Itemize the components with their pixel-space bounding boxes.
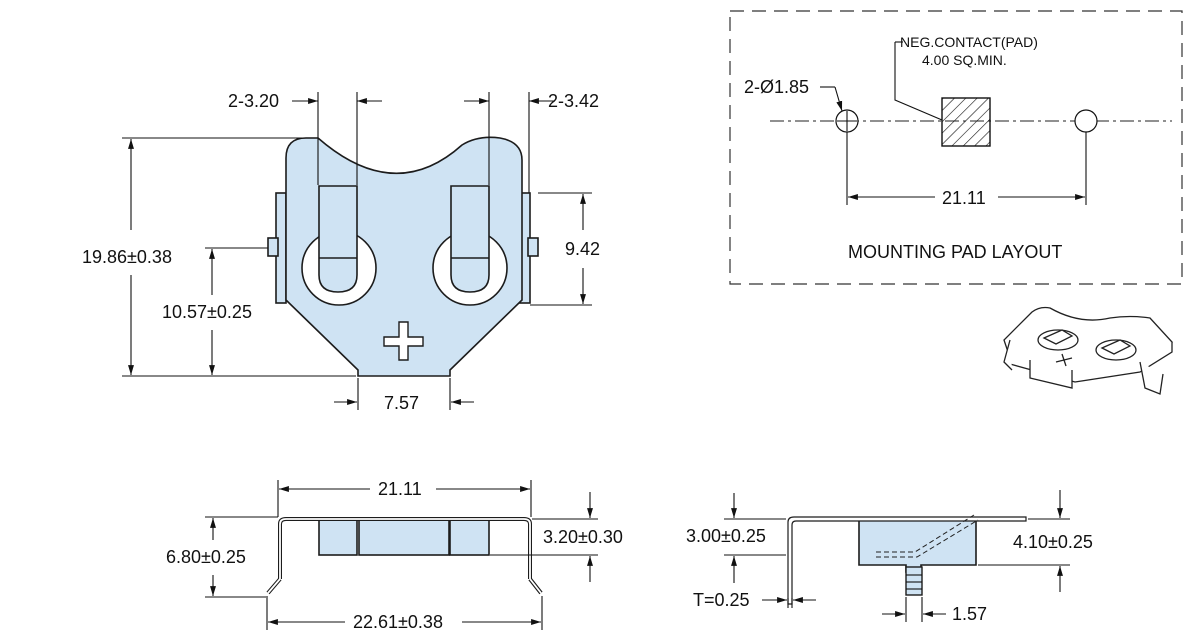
dim-hole-spacing: 21.11 bbox=[942, 188, 986, 208]
dim-front-top-width: 21.11 bbox=[378, 479, 422, 499]
dim-front-tab-height: 3.20±0.30 bbox=[543, 527, 623, 547]
top-view: 2-3.20 2-3.42 19.86±0.38 10.57±0.25 9.42… bbox=[82, 91, 600, 413]
dim-slot-height: 9.42 bbox=[565, 239, 600, 259]
dim-front-height: 6.80±0.25 bbox=[166, 547, 246, 567]
dim-hole-diameter: 2-Ø1.85 bbox=[744, 77, 809, 97]
neg-contact-pad bbox=[941, 97, 991, 147]
front-view: 21.11 6.80±0.25 3.20±0.30 22.61±0.38 bbox=[166, 479, 623, 632]
pad-label-line2: 4.00 SQ.MIN. bbox=[922, 52, 1007, 68]
mounting-hole-right bbox=[1074, 109, 1098, 133]
side-body bbox=[858, 518, 977, 573]
side-pin bbox=[905, 566, 923, 596]
isometric-view bbox=[1003, 306, 1174, 395]
right-small-tab bbox=[527, 237, 539, 257]
front-center-block bbox=[358, 518, 450, 556]
dim-pin-width: 1.57 bbox=[952, 604, 987, 624]
left-small-tab bbox=[267, 237, 279, 257]
front-left-block bbox=[318, 518, 358, 556]
dim-slot-width-right: 2-3.42 bbox=[548, 91, 599, 111]
dim-front-bottom-width: 22.61±0.38 bbox=[353, 612, 443, 632]
dim-tab-width: 7.57 bbox=[384, 393, 419, 413]
dim-thickness: T=0.25 bbox=[693, 590, 750, 610]
left-slot bbox=[301, 185, 377, 306]
dim-lower-height: 10.57±0.25 bbox=[162, 302, 252, 322]
plus-icon bbox=[383, 321, 424, 361]
dim-body-height: 4.10±0.25 bbox=[1013, 532, 1093, 552]
dim-total-height: 19.86±0.38 bbox=[82, 247, 172, 267]
right-slot bbox=[432, 185, 508, 306]
front-right-block bbox=[449, 518, 490, 556]
dim-slot-width-left: 2-3.20 bbox=[228, 91, 279, 111]
dim-side-height: 3.00±0.25 bbox=[686, 526, 766, 546]
pad-layout-frame bbox=[729, 10, 1183, 285]
pad-label-line1: NEG.CONTACT(PAD) bbox=[900, 34, 1038, 50]
mounting-pad-layout: NEG.CONTACT(PAD) 4.00 SQ.MIN. 2-Ø1.85 21… bbox=[729, 10, 1183, 285]
pad-layout-caption: MOUNTING PAD LAYOUT bbox=[848, 242, 1062, 262]
side-view: 3.00±0.25 T=0.25 4.10±0.25 1.57 bbox=[686, 490, 1093, 624]
